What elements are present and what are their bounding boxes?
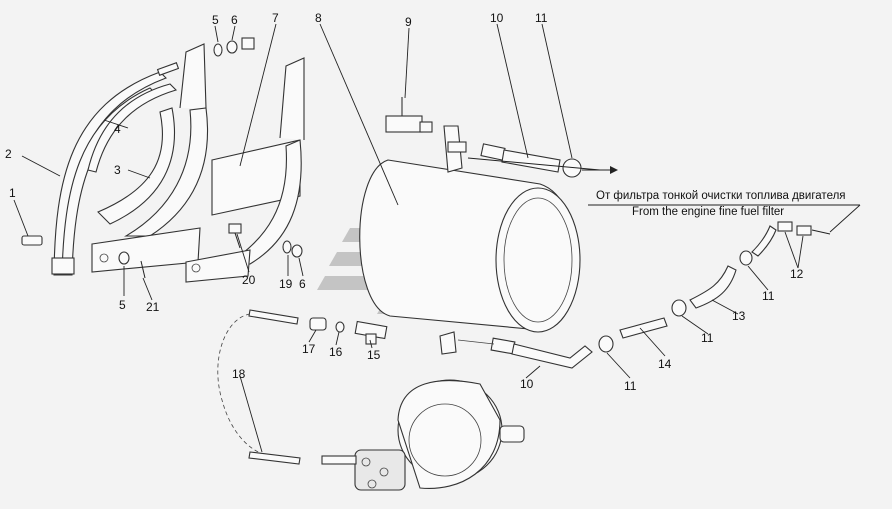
hose-to-filter (751, 225, 777, 257)
fitting-17 (309, 317, 327, 331)
callout-17: 17 (302, 342, 316, 356)
hose-13 (689, 265, 737, 309)
callout-12: 12 (790, 267, 804, 281)
callout-14: 14 (658, 357, 672, 371)
cotter-pin-21 (140, 260, 146, 279)
callout-2: 2 (5, 147, 12, 161)
callout-4: 4 (114, 122, 121, 136)
callout-1: 1 (9, 186, 16, 200)
callout-6-lower: 6 (299, 277, 306, 291)
callout-11-b: 11 (624, 379, 637, 393)
washer-5-lower (118, 251, 130, 265)
fuel-tank-8 (359, 125, 581, 355)
nut-11-c (739, 250, 753, 266)
callout-3: 3 (114, 163, 121, 177)
nut-11-b (671, 299, 687, 317)
callout-16: 16 (329, 345, 343, 359)
leader-lines (13, 23, 861, 453)
caption-english: From the engine fine fuel filter (632, 206, 784, 218)
callout-9: 9 (405, 15, 412, 29)
callout-10-upper: 10 (490, 11, 504, 25)
pipe-18 (217, 309, 301, 465)
tube-14 (619, 317, 668, 339)
valve-9 (385, 97, 433, 133)
callout-19: 19 (279, 277, 293, 291)
callout-11-c: 11 (701, 331, 714, 345)
caption-russian: От фильтра тонкой очистки топлива двигат… (596, 190, 846, 202)
callout-13: 13 (732, 309, 746, 323)
fuel-line-10-lower (457, 337, 593, 369)
tee-15 (354, 320, 388, 345)
callout-10-lower: 10 (520, 377, 534, 391)
callout-5-lower: 5 (119, 298, 126, 312)
clamp-band-4 (87, 83, 178, 173)
callout-11-d: 11 (762, 289, 775, 303)
callout-15: 15 (367, 348, 381, 362)
callout-18: 18 (232, 367, 246, 381)
pin-1 (21, 235, 43, 246)
callout-11-top: 11 (535, 11, 548, 25)
tank-saddle-bracket (91, 43, 305, 283)
callout-5-upper: 5 (212, 13, 219, 27)
callout-21: 21 (146, 300, 160, 314)
nut-washer-top (213, 37, 255, 57)
fuel-heater-assembly (321, 379, 525, 491)
callout-6-upper: 6 (231, 13, 238, 27)
nut-11-a (598, 335, 614, 353)
washer-16 (335, 321, 345, 333)
washers-19-6 (282, 240, 303, 258)
callout-20: 20 (242, 273, 256, 287)
callout-labels: 1 2 3 4 5 5 6 6 7 8 9 10 10 11 11 11 11 … (5, 11, 804, 393)
fuel-line-10-upper (467, 143, 618, 178)
fittings-12 (777, 221, 831, 236)
callout-7: 7 (272, 11, 279, 25)
callout-8: 8 (315, 11, 322, 25)
bolt-20 (228, 223, 242, 249)
